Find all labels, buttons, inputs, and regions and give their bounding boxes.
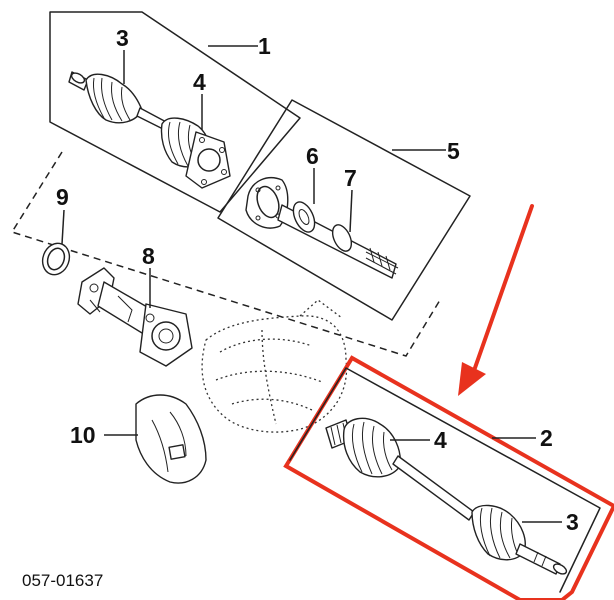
callout-8: 8 xyxy=(142,243,155,269)
callout-7: 7 xyxy=(344,165,357,191)
transmission-outline xyxy=(201,299,348,433)
highlighted-assembly-box-2 xyxy=(283,355,614,600)
drive-shaft-upper xyxy=(68,71,231,189)
callout-4-upper: 4 xyxy=(193,69,206,95)
bearing-housing-part xyxy=(77,267,193,367)
drive-shaft-lower xyxy=(325,417,568,575)
callout-9: 9 xyxy=(56,184,69,210)
callout-5: 5 xyxy=(447,138,460,164)
callout-3-lower: 3 xyxy=(566,509,579,535)
callout-6: 6 xyxy=(306,143,319,169)
red-highlight-frame xyxy=(283,355,614,600)
intermediate-shaft xyxy=(245,177,399,279)
assembly-box-5 xyxy=(217,99,471,321)
dashed-group-outline xyxy=(10,151,441,357)
o-ring-part xyxy=(41,242,71,276)
callout-labels: 1 3 4 5 6 7 9 8 10 4 2 3 xyxy=(56,25,579,535)
callout-3-upper: 3 xyxy=(116,25,129,51)
assembly-box-2-frame xyxy=(289,367,601,593)
reference-code: 057-01637 xyxy=(22,571,103,590)
red-arrow-icon xyxy=(458,204,534,396)
callout-2: 2 xyxy=(540,425,553,451)
callout-10: 10 xyxy=(70,422,96,448)
callout-4-lower: 4 xyxy=(434,427,447,453)
callout-1: 1 xyxy=(258,33,271,59)
leader-lines xyxy=(61,45,562,523)
assembly-box-1 xyxy=(49,11,301,213)
cover-plate-part xyxy=(135,394,207,484)
